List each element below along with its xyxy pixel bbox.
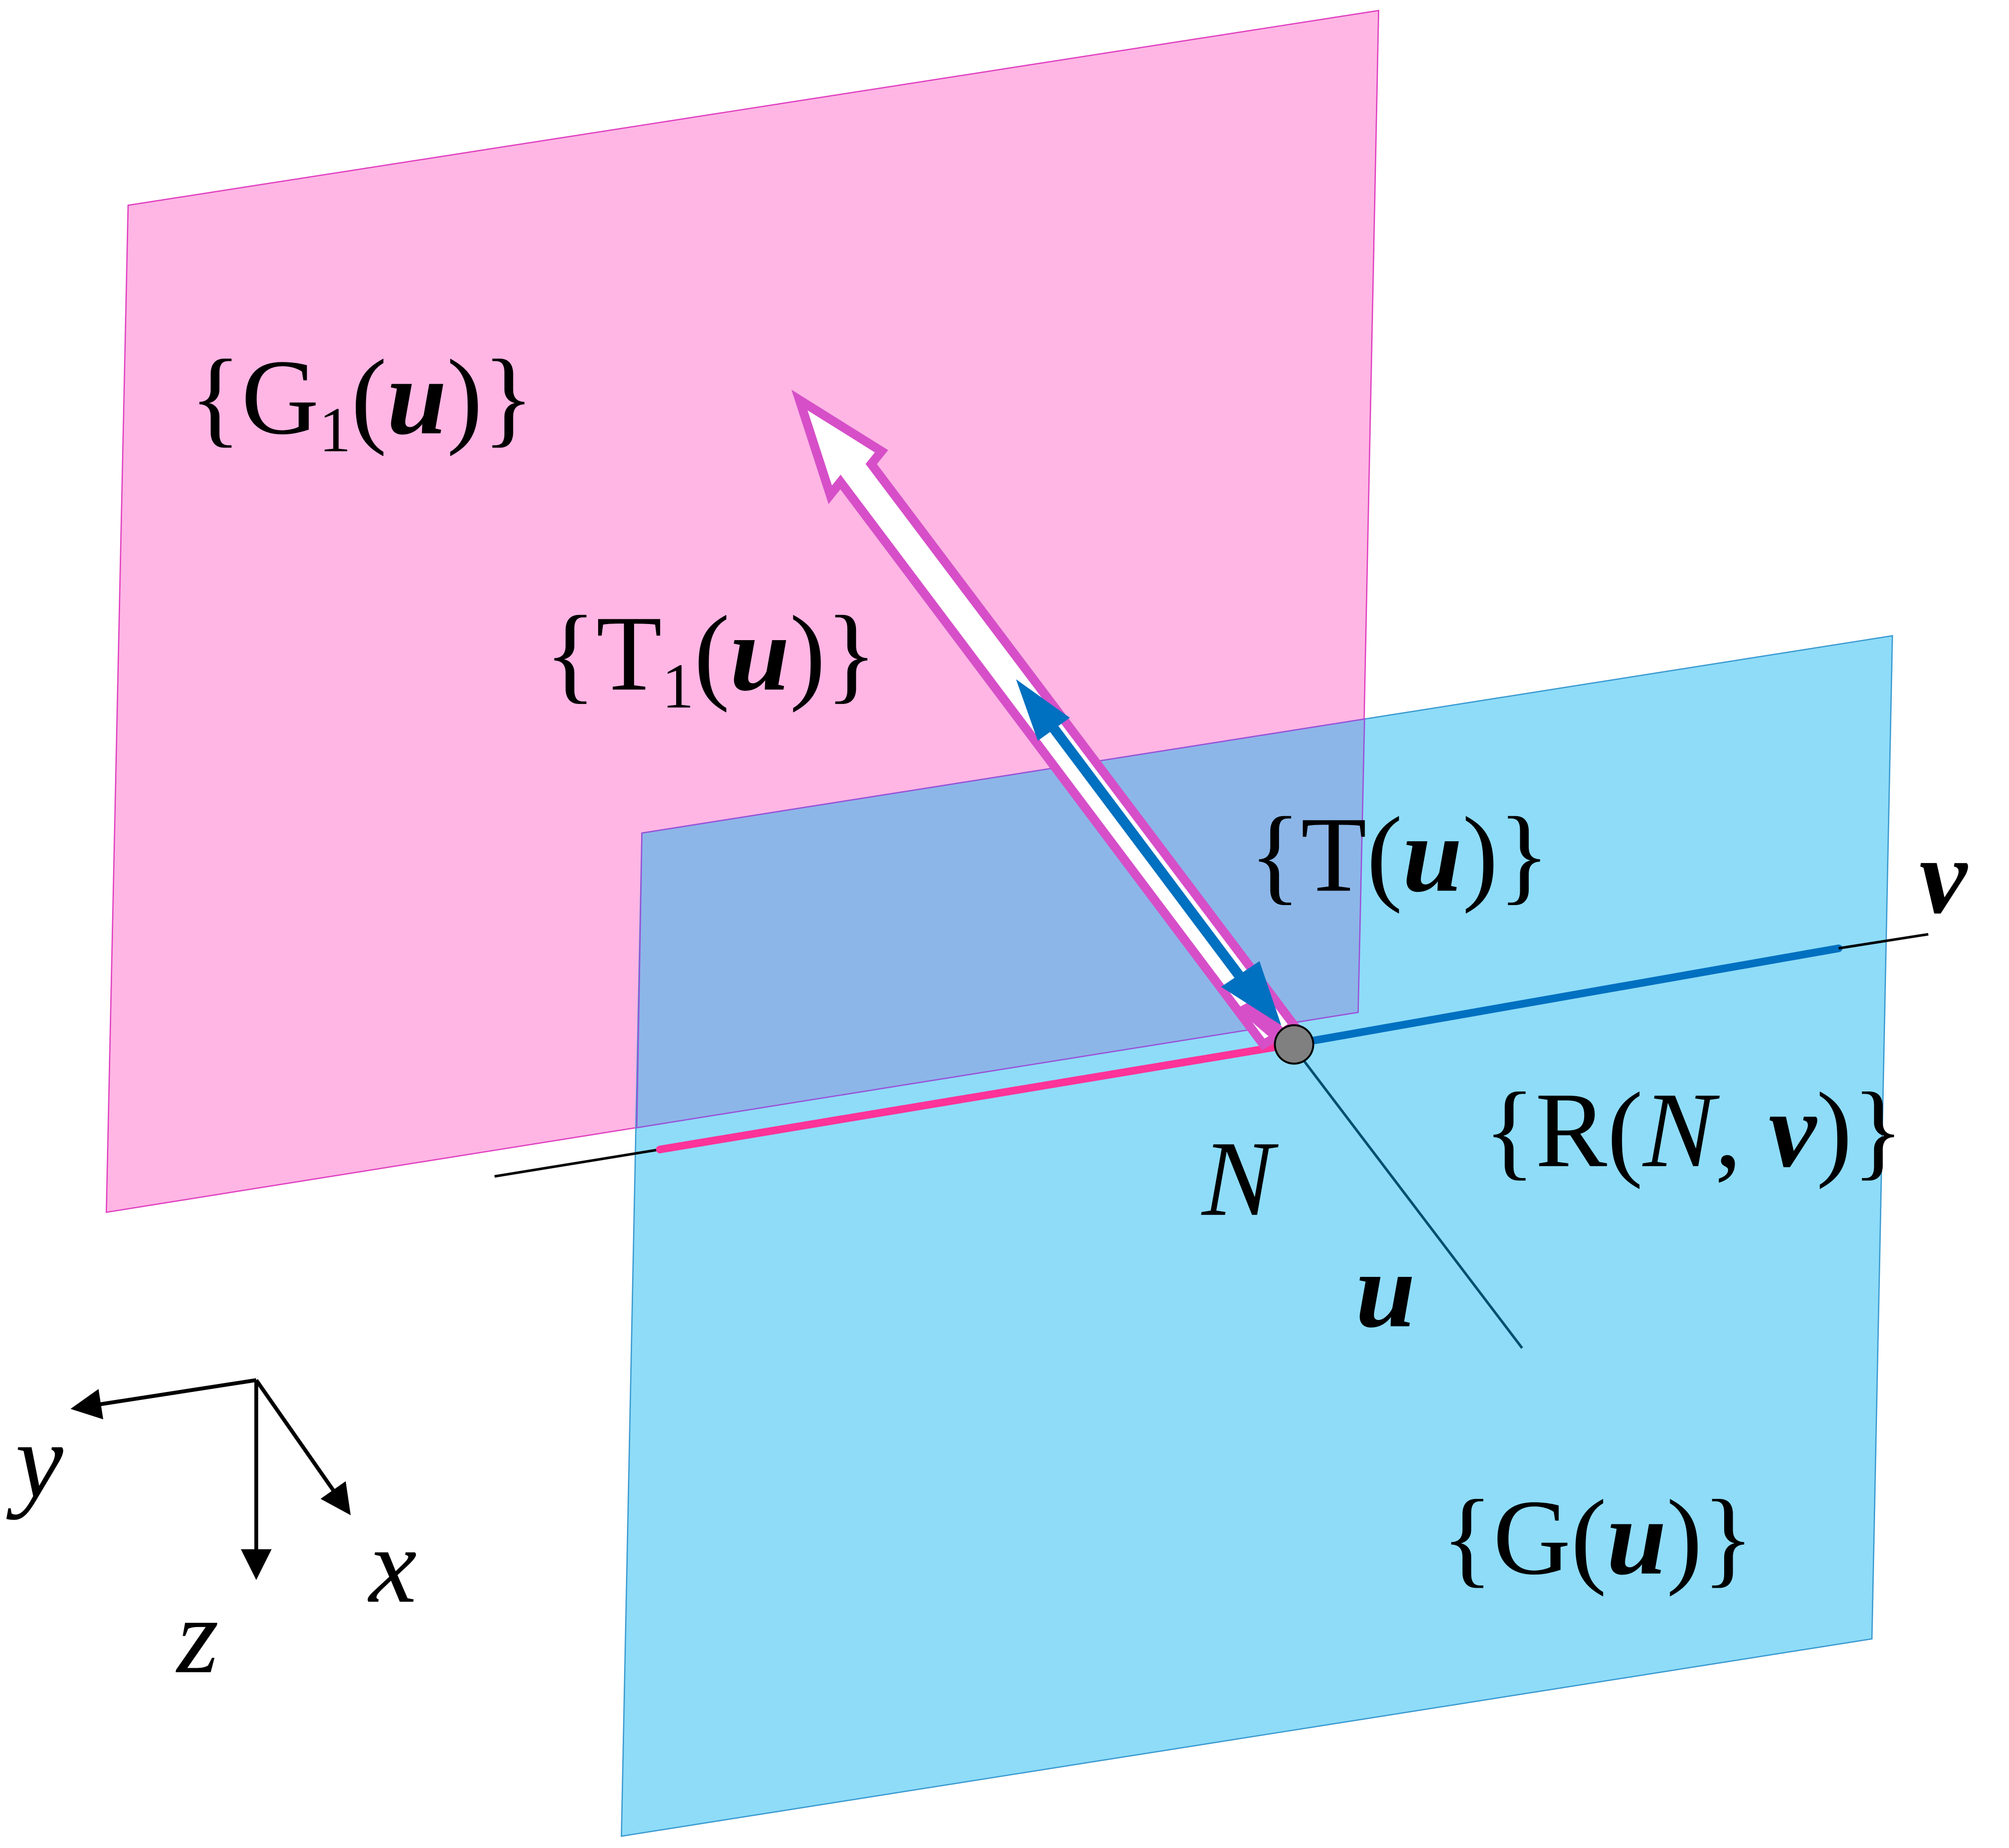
label-v: v [1919,817,1968,936]
arrow-t [1016,679,1281,1025]
label-g1: {G1(u)} [190,338,534,466]
axis-y-label: y [6,1401,63,1520]
label-g: {G(u)} [1441,1478,1754,1597]
label-t: {T(u)} [1249,795,1550,915]
plane-overlap [636,718,1366,1129]
label-t1: {T1(u)} [545,594,877,722]
line-r-pink [656,1040,1295,1153]
axis-x-arrow [255,1379,351,1515]
line-r-ext-right [1838,933,1929,950]
label-n: N [1201,1119,1279,1239]
axis-z-label: z [176,1576,219,1696]
u-direction-line [1290,1043,1524,1349]
line-r-ext-left [494,1148,661,1178]
axis-x-label: x [368,1506,417,1625]
label-r: {R(N, v)} [1484,1071,1904,1190]
label-u: u [1356,1231,1416,1350]
point-n [1274,1024,1314,1065]
axis-y-arrow [70,1378,257,1419]
axes-triad: y x z [6,1378,417,1696]
line-r-blue [1287,944,1842,1048]
